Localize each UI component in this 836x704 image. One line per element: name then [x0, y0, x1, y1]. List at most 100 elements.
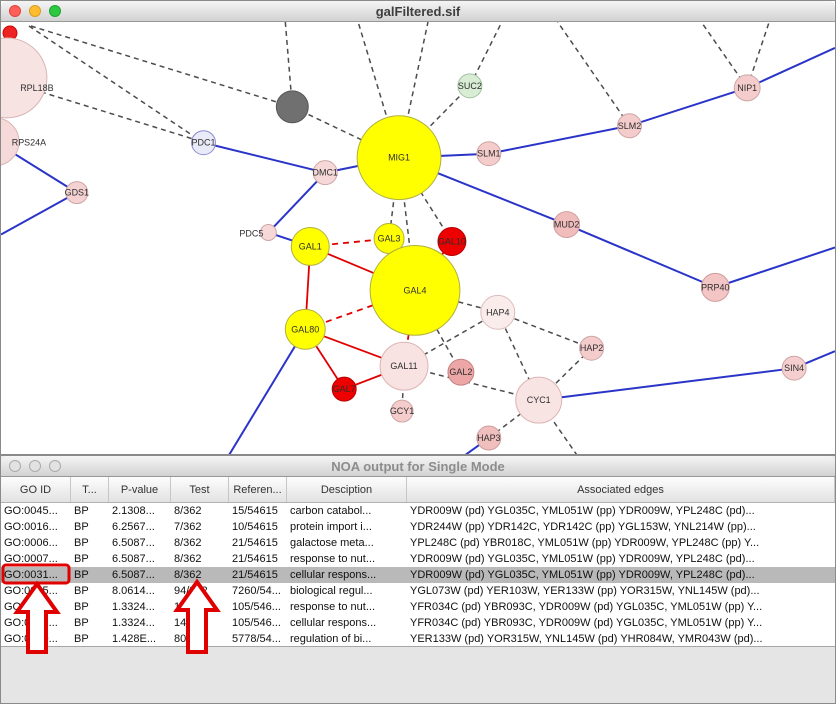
node-label-slm1: SLM1 — [477, 149, 500, 159]
node-label-cyc1: CYC1 — [527, 395, 551, 405]
node-label-mig1: MIG1 — [388, 153, 410, 163]
edge-blue[interactable] — [566, 223, 716, 289]
node-label-sin4: SIN4 — [784, 363, 804, 373]
edge-blue[interactable] — [228, 328, 307, 454]
cell-reference: 105/546... — [232, 617, 281, 629]
cell-description: response to nut... — [290, 601, 375, 613]
edge-blue[interactable] — [538, 367, 795, 402]
cell-go_id: GO:0009... — [4, 601, 58, 613]
node-gal11[interactable] — [379, 341, 429, 391]
edge-blue[interactable] — [714, 246, 835, 289]
node-gal4[interactable] — [369, 244, 461, 336]
node-gal2[interactable] — [447, 358, 475, 386]
edge-dashed[interactable] — [497, 312, 540, 401]
node-pdc1[interactable] — [191, 130, 216, 156]
column-header-desciption[interactable]: Desciption — [287, 477, 407, 502]
zoom-button[interactable] — [49, 5, 61, 17]
edge-dashed[interactable] — [414, 290, 462, 373]
node-hap4[interactable] — [480, 294, 516, 330]
node-gal1[interactable] — [290, 227, 330, 266]
edge-blue[interactable] — [746, 47, 835, 89]
network-window-titlebar[interactable]: galFiltered.sif — [1, 1, 835, 22]
node-label-gal7: GAL7 — [333, 384, 356, 394]
node-unlabeled[interactable] — [275, 90, 309, 124]
column-header-test[interactable]: Test — [171, 477, 229, 502]
cell-description: galactose meta... — [290, 537, 374, 549]
node-mud2[interactable] — [553, 211, 581, 238]
node-gal80[interactable] — [284, 308, 326, 350]
cell-description: biological regul... — [290, 585, 373, 597]
noa-window-titlebar[interactable]: NOA output for Single Mode — [1, 456, 835, 477]
cell-description: cellular respons... — [290, 569, 377, 581]
edge-blue[interactable] — [488, 124, 630, 155]
cell-go_id: GO:0006... — [4, 537, 58, 549]
node-rpl18b[interactable] — [1, 37, 48, 119]
edge-dashed[interactable] — [40, 91, 196, 141]
column-header-t[interactable]: T... — [71, 477, 109, 502]
edge-dashed[interactable] — [30, 25, 293, 108]
edge-blue[interactable] — [1, 191, 78, 236]
cell-type: BP — [74, 553, 89, 565]
node-label-nip1: NIP1 — [737, 83, 757, 93]
node-nip1[interactable] — [733, 74, 761, 102]
minimize-button[interactable] — [29, 5, 41, 17]
edge-blue[interactable] — [629, 86, 748, 127]
node-hap2[interactable] — [579, 335, 605, 361]
node-dmc1[interactable] — [312, 160, 338, 186]
node-gds1[interactable] — [65, 181, 89, 205]
cell-p_value: 6.2567... — [112, 521, 155, 533]
node-sin4[interactable] — [781, 355, 807, 381]
node-label-hap3: HAP3 — [477, 433, 500, 443]
edge-dashed[interactable] — [28, 25, 204, 144]
cell-description: cellular respons... — [290, 617, 377, 629]
edge-dashed[interactable] — [357, 22, 400, 158]
cell-type: BP — [74, 537, 89, 549]
cell-edges: YDR009W (pd) YGL035C, YML051W (pp) YDR00… — [410, 505, 755, 517]
node-hap3[interactable] — [476, 425, 502, 451]
column-header-referen[interactable]: Referen... — [229, 477, 287, 502]
node-prp40[interactable] — [700, 272, 730, 302]
node-slm1[interactable] — [476, 141, 502, 167]
node-mig1[interactable] — [356, 115, 442, 201]
cell-reference: 15/54615 — [232, 505, 278, 517]
cell-description: carbon catabol... — [290, 505, 372, 517]
node-suc2[interactable] — [457, 73, 483, 99]
edge-blue[interactable] — [203, 141, 326, 174]
column-header-associated-edges[interactable]: Associated edges — [407, 477, 835, 502]
close-button[interactable] — [9, 460, 21, 472]
node-rps24a[interactable] — [1, 118, 20, 166]
edge-blue[interactable] — [267, 171, 326, 234]
cell-test: 8/362 — [174, 505, 202, 517]
column-header-p-value[interactable]: P-value — [109, 477, 171, 502]
zoom-button[interactable] — [49, 460, 61, 472]
edge-dashed[interactable] — [497, 311, 592, 349]
node-gal7[interactable] — [331, 376, 357, 402]
column-header-go-id[interactable]: GO ID — [1, 477, 71, 502]
node-cyc1[interactable] — [515, 376, 563, 424]
node-gcy1[interactable] — [390, 399, 414, 423]
node-slm2[interactable] — [617, 113, 642, 139]
node-pdc5[interactable] — [259, 224, 277, 241]
edge-red_dash[interactable] — [304, 289, 416, 331]
edge-dashed[interactable] — [557, 22, 631, 127]
cell-edges: YGL073W (pd) YER103W, YER133W (pp) YOR31… — [410, 585, 760, 597]
edge-dashed[interactable] — [291, 106, 400, 159]
cell-go_id: GO:0007... — [4, 553, 58, 565]
network-canvas[interactable]: RPL18BRPS24AGDS1PDC1MIG1SUC2SLM1SLM2NIP1… — [1, 22, 835, 454]
node-gal10[interactable] — [437, 227, 467, 256]
close-button[interactable] — [9, 5, 21, 17]
edge-dashed[interactable] — [398, 85, 471, 159]
cell-go_id: GO:0045... — [4, 505, 58, 517]
minimize-button[interactable] — [29, 460, 41, 472]
node-label-gal4: GAL4 — [404, 285, 427, 295]
